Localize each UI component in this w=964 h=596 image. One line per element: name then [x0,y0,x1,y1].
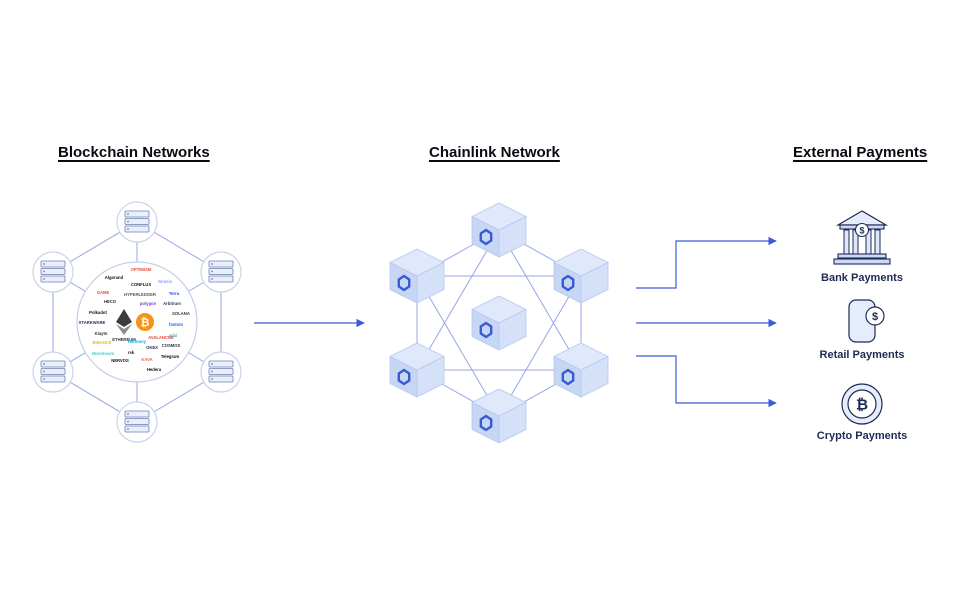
blockchain-logo-nervos: NERVOS [111,358,129,363]
chainlink-node [553,342,609,398]
crypto-coin-icon: ₿ [841,383,883,425]
blockchain-logo-terra: Terra [169,291,180,296]
server-node [32,251,74,293]
blockchain-nodes [32,201,242,443]
chainlink-logo-icon [397,368,411,386]
blockchain-logo-polkadot: Polkadot [89,310,107,315]
svg-text:₿: ₿ [856,397,868,414]
blockchain-logo-okex: OKEX [146,345,158,350]
blockchain-logo-polygon: polygon [140,301,157,306]
crypto-payments-label: Crypto Payments [816,430,908,442]
blockchain-logo-heco: HECO [104,299,117,304]
retail-payments-label: Retail Payments [819,349,905,361]
bank-icon: $ [833,210,891,265]
server-node [200,351,242,393]
chainlink-node [553,248,609,304]
bank-payments-label: Bank Payments [821,272,903,284]
chainlink-node [471,202,527,258]
blockchain-logo-rsk: rsk [128,350,135,355]
chainlink-node [471,295,527,351]
chainlink-node [389,342,445,398]
blockchain-logo-cosmos: COSMOS [162,343,181,348]
blockchain-networks-title: Blockchain Networks [58,144,210,161]
blockchain-logo-gnosis: Gnosis [158,279,173,284]
arrow-to-bank [636,236,777,289]
blockchain-logo-moonbeam: Moonbeam [92,351,114,356]
chainlink-node [471,388,527,444]
ethereum-icon [116,309,132,335]
chainlink-logo-icon [479,228,493,246]
blockchain-logo-telegram: Telegram [161,354,180,359]
blockchain-logo-avalanche: AVALANCHE [148,335,174,340]
chainlink-logo-icon [561,274,575,292]
arrow-to-crypto [636,355,777,408]
blockchain-logo-harmony: Harmony [128,339,147,344]
svg-text:$: $ [872,311,878,323]
server-node [200,251,242,293]
chainlink-cross-line [498,275,582,417]
blockchain-logo-hyperledger: HYPERLEDGER [124,292,156,297]
blockchain-logo-algorand: Algorand [105,275,124,280]
server-node [116,401,158,443]
chainlink-cross-line [416,229,500,371]
chainlink-logo-icon [561,368,575,386]
bitcoin-icon: ₿ [136,313,154,331]
chainlink-node [389,248,445,304]
blockchain-logo-game: GAME [97,290,110,295]
chainlink-logo-icon [397,274,411,292]
blockchain-logo-xdai: xdai [169,333,177,338]
blockchain-logo-starkware: STARKWARE [79,320,106,325]
blockchain-logo-conflux: CONFLUX [131,282,151,287]
blockchain-logo-kava: KAVA [141,357,152,362]
svg-text:₿: ₿ [141,317,150,329]
phone-coin-icon: $ [848,299,885,343]
chainlink-logo-icon [479,321,493,339]
chainlink-network-title: Chainlink Network [429,144,560,161]
chainlink-cross-line [498,229,582,371]
chainlink-network-group [389,202,609,444]
blockchain-logo-optimism: OPTIMISM [131,267,152,272]
blockchain-logo-arbitrum: Arbitrum [163,301,181,306]
blockchain-logo-hedera: Hedera [147,367,162,372]
blockchain-logo-fantom: fantom [169,322,183,327]
external-payments-title: External Payments [793,144,928,161]
svg-text:$: $ [859,226,864,236]
server-node [116,201,158,243]
blockchain-logo-klaytn: Klaytn [95,331,108,336]
chainlink-nodes [389,202,609,444]
server-node [32,351,74,393]
chainlink-logo-icon [479,414,493,432]
blockchain-logo-binance: BINANCE [92,340,111,345]
chainlink-cross-line [416,275,500,417]
blockchain-logo-solana: SOLANA [172,311,190,316]
blockchain-logo-ethereum: ETHEREUM [112,337,136,342]
